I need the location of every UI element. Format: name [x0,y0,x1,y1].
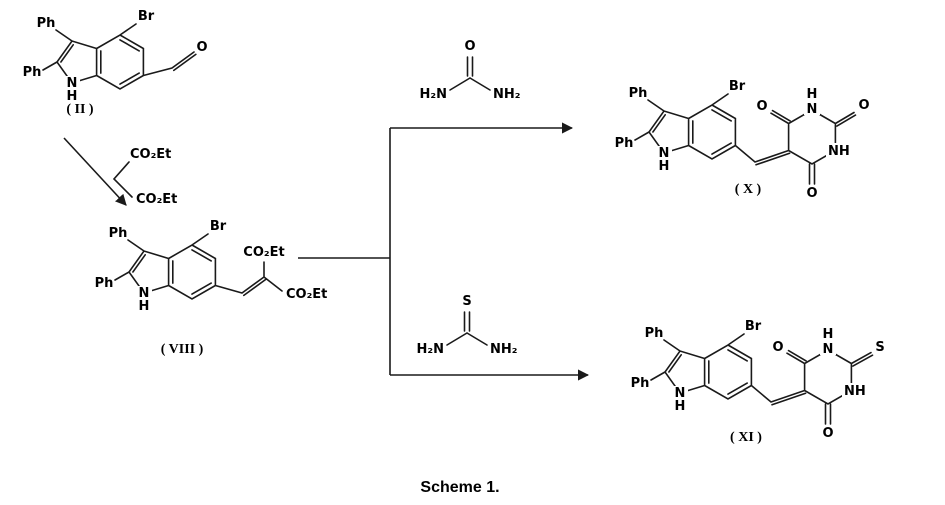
nh-label: NH [828,144,850,159]
urea-double-bond [466,56,474,77]
compound-viii-double-bonds [132,249,267,297]
ph-label: Ph [95,276,114,291]
n-label: N [675,386,686,401]
nh2-label: NH₂ [493,87,520,102]
co2et-label: CO₂Et [130,147,171,162]
compound-viii-skeleton [114,233,283,300]
s-label: S [875,340,884,355]
n-label: N [67,76,78,91]
ph-label: Ph [631,376,650,391]
atom-mask [820,342,836,355]
atom-mask [656,146,672,159]
compound-label-viii: ( VIII ) [161,342,204,357]
nh-label: NH [844,384,866,399]
compound-x-skeleton [634,93,855,185]
h-label: H [659,159,670,174]
h-label: H [807,87,818,102]
o-label: O [806,186,817,201]
reaction-arrow [63,137,127,206]
compound-label-x: ( X ) [735,182,762,197]
o-label: O [196,40,207,55]
h-label: H [67,89,78,104]
o-label: O [858,98,869,113]
scheme-caption: Scheme 1. [420,479,499,496]
ph-label: Ph [109,226,128,241]
ph-label: Ph [37,16,56,31]
o-label: O [772,340,783,355]
o-label: O [464,39,475,54]
br-label: Br [729,79,746,94]
nh2-label: NH₂ [490,342,517,357]
atom-mask [136,286,152,299]
n-label: N [659,146,670,161]
compound-xi-skeleton [650,333,872,425]
branch-stem [298,128,391,375]
h-label: H [139,299,150,314]
n-label: N [807,102,818,117]
compound-xi-double-bonds [668,349,874,425]
compound-x-double-bonds [652,109,857,185]
atom-mask [672,386,688,399]
h-label: H [823,327,834,342]
h-label: H [675,399,686,414]
o-label: O [822,426,833,441]
compound-x: Ph Ph Br N H N H O O O NH ( X ) [615,79,870,201]
br-label: Br [210,219,227,234]
compound-xi: Ph Ph Br N H N H S O O NH ( XI ) [631,319,885,445]
ph-label: Ph [629,86,648,101]
compound-label-xi: ( XI ) [730,430,762,445]
s-label: S [462,294,471,309]
atom-mask [804,102,820,115]
ph-label: Ph [615,136,634,151]
compound-viii: Ph Ph Br CO₂Et CO₂Et N H ( VIII ) [95,219,328,357]
co2et-label: CO₂Et [286,287,327,302]
br-label: Br [138,9,155,24]
malonate-reagent: CO₂Et CO₂Et [112,147,177,207]
urea-reagent: O H₂N NH₂ [420,39,521,102]
thiourea-skeleton [446,332,488,346]
compound-ii-skeleton [42,23,195,90]
atom-mask [64,76,80,89]
h2n-label: H₂N [417,342,444,357]
branch-lines [298,122,590,381]
ph-label: Ph [23,65,42,80]
thiourea-reagent: S H₂N NH₂ [417,294,518,357]
atom-mask [842,383,869,397]
n-label: N [823,342,834,357]
thiourea-double-bond [463,311,471,332]
co2et-label: CO₂Et [136,192,177,207]
urea-skeleton [449,77,491,91]
h2n-label: H₂N [420,87,447,102]
atom-mask [826,143,853,157]
br-label: Br [745,319,762,334]
arrow-to-viii [63,137,127,206]
co2et-label: CO₂Et [243,245,284,260]
compound-ii-double-bonds [60,39,197,85]
compound-ii: Ph Ph Br O N H ( II ) [23,9,208,117]
o-label: O [756,99,767,114]
ph-label: Ph [645,326,664,341]
compound-label-ii: ( II ) [66,102,94,117]
malonate-skeleton [112,161,133,198]
n-label: N [139,286,150,301]
